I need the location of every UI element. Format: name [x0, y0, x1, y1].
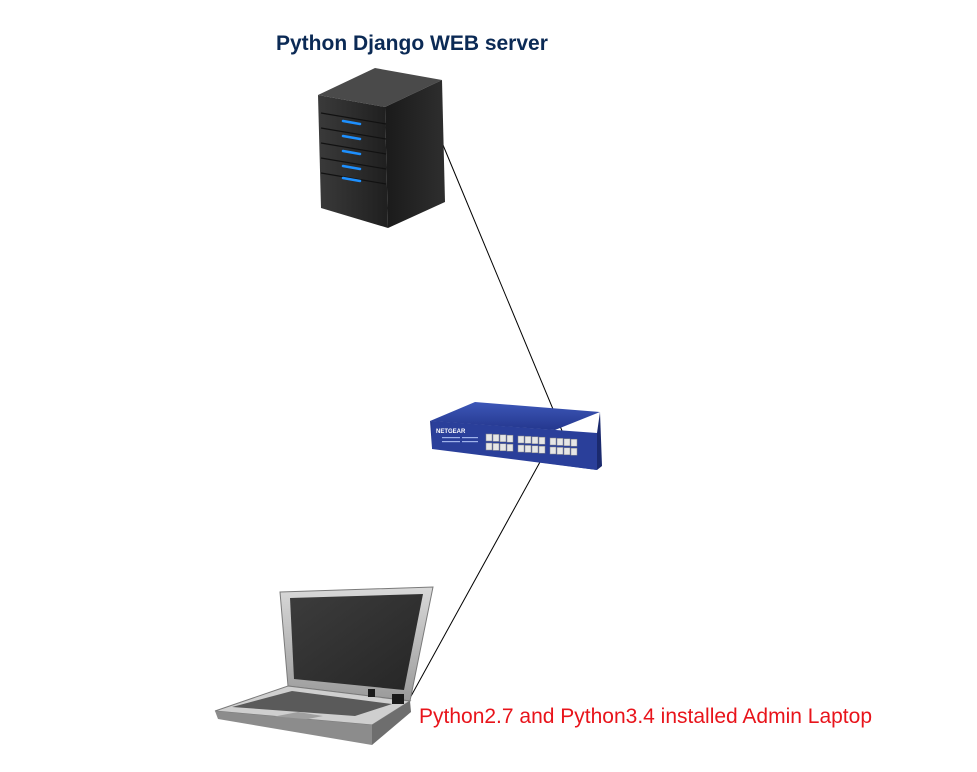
- network-switch-icon: NETGEAR: [430, 402, 602, 470]
- switch-port: [499, 434, 507, 443]
- switch-port: [570, 447, 578, 456]
- switch-port: [531, 436, 539, 445]
- switch-port: [570, 438, 578, 447]
- server-tower-icon: [318, 68, 445, 228]
- switch-port: [556, 438, 564, 446]
- switch-port: [563, 447, 571, 456]
- switch-port: [524, 436, 532, 444]
- switch-port: [563, 438, 571, 447]
- switch-port: [524, 445, 532, 453]
- laptop-label: Python2.7 and Python3.4 installed Admin …: [419, 705, 872, 728]
- link-server-switch: [442, 144, 571, 451]
- switch-port: [506, 443, 514, 452]
- switch-port: [556, 447, 564, 455]
- server-label: Python Django WEB server: [276, 32, 548, 55]
- switch-brand-label: NETGEAR: [436, 429, 466, 435]
- switch-port: [485, 442, 493, 451]
- switch-port: [538, 445, 546, 454]
- switch-port: [506, 434, 514, 443]
- switch-port: [499, 443, 507, 452]
- switch-port: [531, 445, 539, 454]
- link-switch-laptop: [409, 461, 541, 699]
- switch-port: [492, 434, 500, 442]
- switch-port: [549, 437, 557, 446]
- switch-port: [492, 443, 500, 451]
- switch-port: [538, 436, 546, 445]
- switch-port: [549, 446, 557, 455]
- switch-port: [485, 433, 493, 442]
- laptop-icon: [214, 586, 434, 745]
- switch-port: [517, 444, 525, 453]
- switch-port: [517, 435, 525, 444]
